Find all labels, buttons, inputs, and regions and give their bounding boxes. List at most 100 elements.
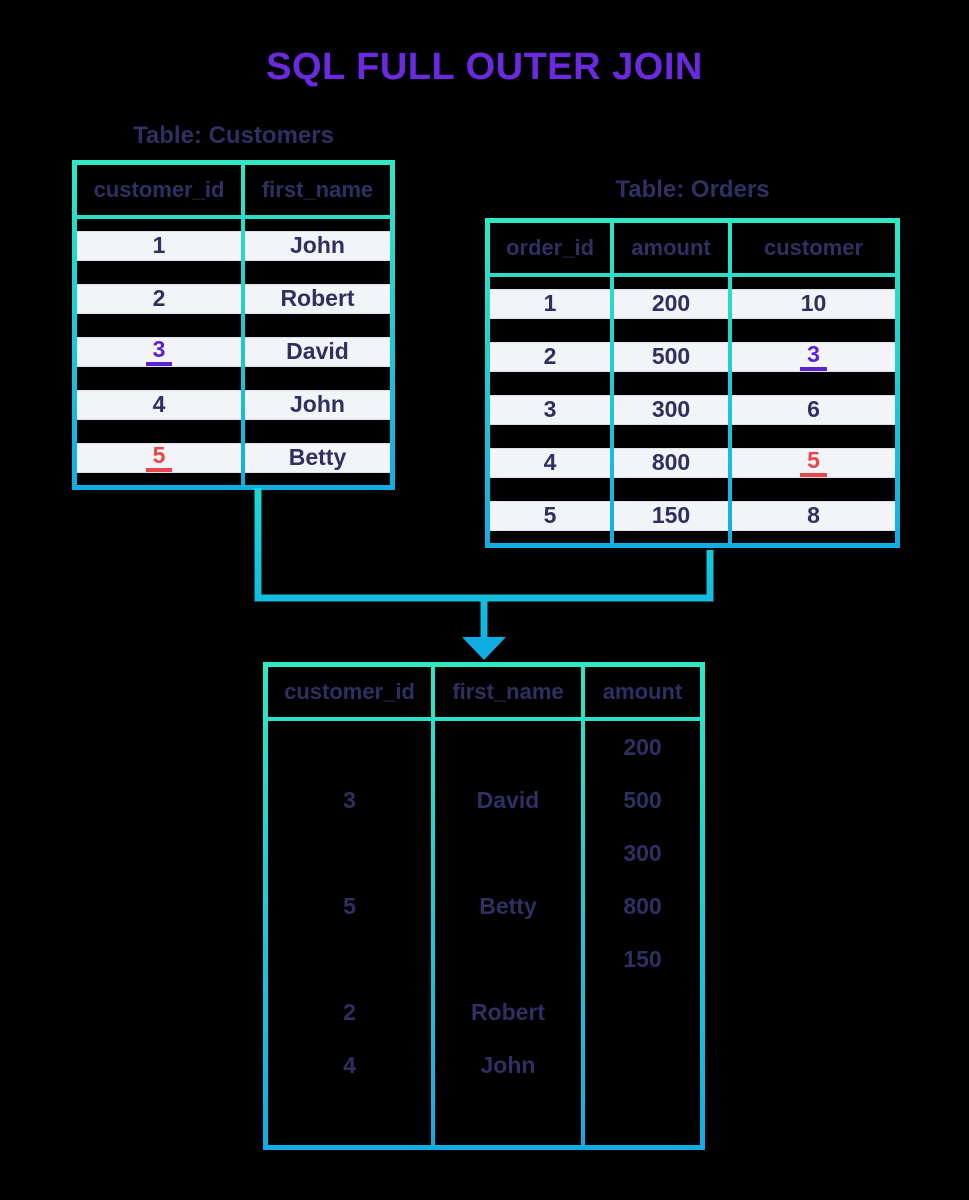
result-value: Robert	[470, 999, 546, 1025]
table-cell: 3	[490, 383, 610, 436]
table-cell-value: 5	[732, 447, 895, 478]
table-cell: 3	[77, 325, 241, 378]
table-cell	[435, 721, 581, 774]
table-cell-value: Betty	[245, 442, 390, 473]
table-cell-value: 5	[490, 500, 610, 531]
table-cell-value: 3	[490, 394, 610, 425]
orders-header-amount: amount	[614, 223, 728, 273]
table-cell: Betty	[435, 880, 581, 933]
result-value: 5	[343, 893, 356, 919]
table-cell-value: 1	[77, 230, 241, 261]
table-cell: 5	[732, 436, 895, 489]
table-cell: 200	[614, 277, 728, 330]
table-cell: 3	[732, 330, 895, 383]
arrow-head	[462, 637, 506, 660]
orders-column-customer: 10 3 6 5 8	[732, 277, 895, 543]
table-cell: 4	[77, 378, 241, 431]
table-cell	[268, 933, 431, 986]
table-cell: 2	[77, 272, 241, 325]
result-value: John	[480, 1052, 536, 1078]
table-cell: 150	[614, 489, 728, 542]
table-cell-value: 200	[614, 288, 728, 319]
table-cell: 5	[268, 880, 431, 933]
table-cell-value: John	[245, 389, 390, 420]
table-cell: 200	[585, 721, 700, 774]
orders-column-order-id: 1 2 3 4 5	[490, 277, 610, 543]
result-value: 800	[623, 893, 662, 919]
table-cell-value: 4	[490, 447, 610, 478]
result-column-customer-id: 3 5 2 4	[268, 721, 431, 1145]
table-cell	[435, 827, 581, 880]
table-cell: Betty	[245, 431, 390, 484]
result-value: 200	[623, 734, 662, 760]
table-cell-value: Robert	[245, 283, 390, 314]
table-cell: John	[435, 1039, 581, 1092]
highlighted-value-purple: 3	[800, 342, 827, 371]
result-value: David	[476, 787, 540, 813]
customers-table-label: Table: Customers	[133, 122, 334, 149]
result-value: 150	[623, 946, 662, 972]
result-value: Betty	[479, 893, 537, 919]
table-cell: 150	[585, 933, 700, 986]
table-cell: 3	[268, 774, 431, 827]
table-cell	[585, 986, 700, 1039]
result-value: 4	[343, 1052, 356, 1078]
highlighted-value-purple: 3	[145, 337, 173, 366]
orders-table-label: Table: Orders	[615, 176, 770, 203]
customers-column-customer-id: 1 2 3 4 5	[77, 219, 241, 485]
table-cell: Robert	[435, 986, 581, 1039]
table-cell-value: David	[245, 336, 390, 367]
table-cell-value: John	[245, 230, 390, 261]
result-header-amount: amount	[585, 667, 700, 717]
table-cell-value: 2	[77, 283, 241, 314]
table-cell	[268, 827, 431, 880]
table-cell: 300	[585, 827, 700, 880]
table-cell: John	[245, 378, 390, 431]
table-cell: David	[435, 774, 581, 827]
result-value: 3	[343, 787, 356, 813]
result-value: 500	[623, 787, 662, 813]
table-cell: 1	[77, 219, 241, 272]
table-cell: 2	[268, 986, 431, 1039]
orders-header-order-id: order_id	[490, 223, 610, 273]
table-cell: 1	[490, 277, 610, 330]
result-table: customer_id first_name amount 3 5 2 4 Da…	[263, 662, 705, 1150]
table-cell: 300	[614, 383, 728, 436]
page-title: SQL FULL OUTER JOIN	[266, 46, 703, 88]
table-cell	[268, 721, 431, 774]
customers-table: customer_id first_name 1 2 3 4 5 John Ro…	[72, 160, 395, 490]
table-cell	[585, 1039, 700, 1092]
table-cell-value: 1	[490, 288, 610, 319]
table-cell: 2	[490, 330, 610, 383]
table-cell: 10	[732, 277, 895, 330]
table-cell: 800	[614, 436, 728, 489]
table-cell-value: 500	[614, 341, 728, 372]
table-cell: Robert	[245, 272, 390, 325]
orders-header-customer: customer	[732, 223, 895, 273]
table-cell: 800	[585, 880, 700, 933]
result-column-first-name: David Betty Robert John	[435, 721, 581, 1145]
table-cell-value: 2	[490, 341, 610, 372]
table-cell: 500	[614, 330, 728, 383]
result-value: 2	[343, 999, 356, 1025]
table-cell-value: 6	[732, 394, 895, 425]
table-cell-value: 150	[614, 500, 728, 531]
table-cell: 6	[732, 383, 895, 436]
orders-table: order_id amount customer 1 2 3 4 5 200 5…	[485, 218, 900, 548]
result-header-customer-id: customer_id	[268, 667, 431, 717]
table-cell-value: 4	[77, 389, 241, 420]
table-cell: 5	[490, 489, 610, 542]
customers-column-first-name: John Robert David John Betty	[245, 219, 390, 485]
result-column-amount: 200 500 300 800 150	[585, 721, 700, 1145]
table-cell: David	[245, 325, 390, 378]
table-cell-value: 8	[732, 500, 895, 531]
table-cell-value: 800	[614, 447, 728, 478]
table-cell: 4	[490, 436, 610, 489]
customers-header-customer-id: customer_id	[77, 165, 241, 215]
table-cell-value: 3	[77, 336, 241, 367]
table-cell-value: 3	[732, 341, 895, 372]
table-cell: 500	[585, 774, 700, 827]
bracket-line	[254, 488, 714, 602]
